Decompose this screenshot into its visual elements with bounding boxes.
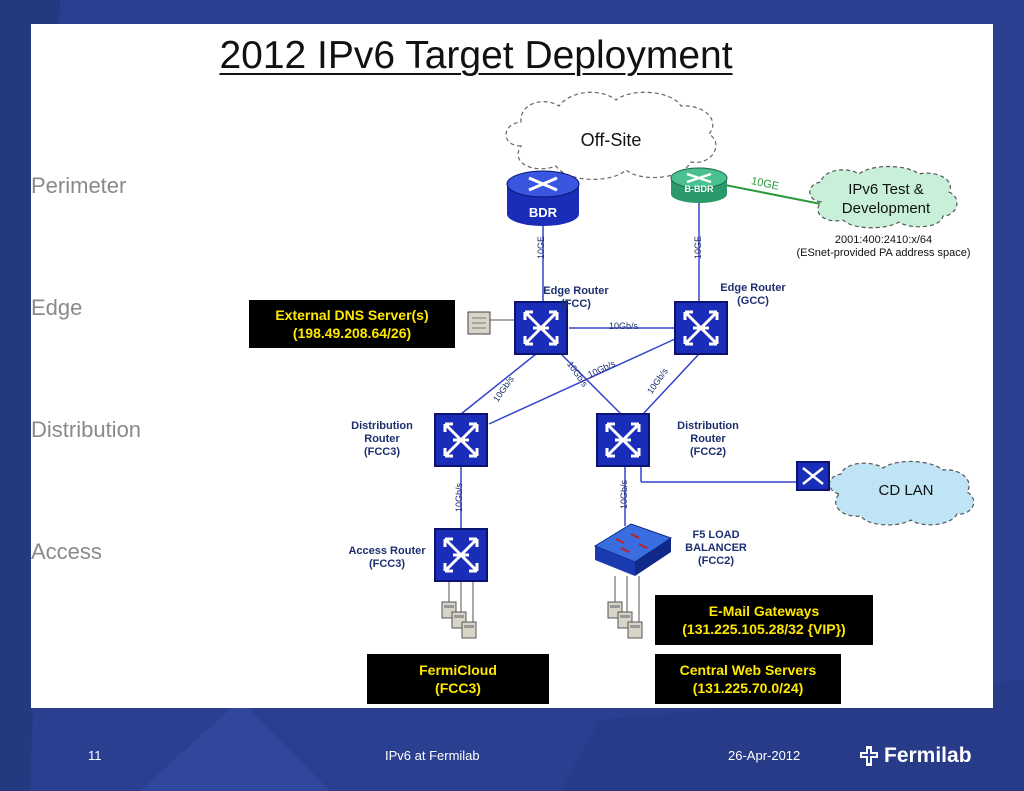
f5-line-1: F5 LOAD bbox=[692, 529, 740, 541]
dist-router-fcc3-label: Distribution Router (FCC3) bbox=[337, 420, 427, 459]
edge-router-gcc-label: Edge Router (GCC) bbox=[703, 282, 803, 308]
dist-router-fcc2-icon[interactable] bbox=[595, 412, 651, 468]
access-router-fcc3-line-2: (FCC3) bbox=[368, 558, 406, 570]
web-servers-callout-line-2: (131.225.70.0/24) bbox=[692, 680, 804, 696]
edge-router-fcc-label: Edge Router (FCC) bbox=[521, 285, 631, 311]
layer-label-access: Access bbox=[31, 539, 102, 564]
edge-router-gcc-line-2: (GCC) bbox=[737, 295, 769, 307]
edge-router-fcc-line-1: Edge Router bbox=[543, 285, 609, 297]
layer-label-distribution: Distribution bbox=[31, 417, 142, 442]
fermicloud-servers-icon bbox=[441, 601, 477, 639]
web-servers-callout-line-1: Central Web Servers bbox=[679, 662, 817, 678]
slide-title: 2012 IPv6 Target Deployment bbox=[219, 34, 733, 77]
access-router-fcc3-line-1: Access Router bbox=[348, 545, 426, 557]
footer-date: 26-Apr-2012 bbox=[728, 748, 801, 763]
f5-label: F5 LOAD BALANCER (FCC2) bbox=[671, 529, 761, 568]
f5-line-2: BALANCER bbox=[685, 542, 747, 554]
fermilab-logo: Fermilab bbox=[858, 744, 972, 768]
dns-callout: External DNS Server(s) (198.49.208.64/26… bbox=[249, 300, 455, 348]
dist-router-fcc2-label: Distribution Router (FCC2) bbox=[663, 420, 753, 459]
email-callout: E-Mail Gateways (131.225.105.28/32 {VIP}… bbox=[655, 595, 873, 645]
bbdr-router-icon[interactable] bbox=[670, 167, 728, 203]
network-diagram bbox=[433, 91, 975, 639]
test-dev-address: 2001:400:2410:x/64 (ESnet-provided PA ad… bbox=[776, 234, 991, 260]
dns-callout-line-2: (198.49.208.64/26) bbox=[292, 325, 412, 341]
link-label-dist3-access: 10Gb/s bbox=[454, 482, 464, 512]
test-dev-line-1: IPv6 Test & bbox=[848, 181, 924, 198]
dist-router-fcc2-line-3: (FCC2) bbox=[689, 446, 727, 458]
fermicloud-callout: FermiCloud (FCC3) bbox=[367, 654, 549, 704]
email-callout-line-2: (131.225.105.28/32 {VIP}) bbox=[682, 621, 846, 637]
link-label-edge-edge: 10Gb/s bbox=[609, 321, 639, 331]
edge-router-gcc-icon[interactable] bbox=[673, 300, 729, 356]
layer-label-edge: Edge bbox=[31, 295, 83, 320]
bdr-label: BDR bbox=[528, 205, 558, 220]
dns-callout-line-1: External DNS Server(s) bbox=[275, 307, 429, 323]
dist-router-fcc3-line-1: Distribution bbox=[351, 420, 413, 432]
test-dev-label: IPv6 Test & Development bbox=[821, 180, 951, 218]
f5-load-balancer-icon[interactable] bbox=[593, 523, 673, 576]
bbdr-label: B-BDR bbox=[684, 184, 714, 194]
fermilab-logo-text: Fermilab bbox=[884, 744, 972, 767]
edge-router-fcc-line-2: (FCC) bbox=[561, 298, 591, 310]
cdlan-switch-icon[interactable] bbox=[796, 461, 830, 491]
dist-router-fcc3-line-2: Router bbox=[364, 433, 400, 445]
link-label-dist2-f5: 10Gb/s bbox=[619, 479, 629, 509]
access-router-fcc3-label: Access Router (FCC3) bbox=[337, 545, 437, 571]
dist-router-fcc3-icon[interactable] bbox=[433, 412, 489, 468]
offsite-cloud bbox=[505, 91, 717, 180]
fermicloud-callout-line-1: FermiCloud bbox=[419, 662, 497, 678]
dist-router-fcc2-line-2: Router bbox=[690, 433, 726, 445]
offsite-label: Off-Site bbox=[580, 130, 642, 150]
link-label-bdr-edge: 10GE bbox=[536, 235, 546, 259]
test-dev-cloud bbox=[809, 165, 958, 229]
test-dev-line-2: Development bbox=[841, 200, 931, 217]
link-label-bbdr-edge: 10GE bbox=[693, 235, 703, 259]
dist-router-fcc3-line-3: (FCC3) bbox=[363, 446, 401, 458]
slide-canvas: 2012 IPv6 Target Deployment Perimeter Ed… bbox=[31, 24, 993, 708]
fermilab-logo-icon bbox=[860, 746, 878, 766]
email-callout-line-1: E-Mail Gateways bbox=[708, 603, 820, 619]
layer-label-perimeter: Perimeter bbox=[31, 173, 127, 198]
fermicloud-callout-line-2: (FCC3) bbox=[435, 680, 481, 696]
cdlan-cloud bbox=[828, 460, 975, 526]
cdlan-label: CD LAN bbox=[878, 482, 934, 499]
test-dev-address-line-2: (ESnet-provided PA address space) bbox=[796, 247, 971, 259]
page-number: 11 bbox=[88, 748, 102, 763]
access-router-fcc3-icon[interactable] bbox=[433, 527, 489, 583]
f5-line-3: (FCC2) bbox=[697, 555, 735, 567]
bdr-router-icon[interactable] bbox=[506, 170, 580, 226]
web-servers-callout: Central Web Servers (131.225.70.0/24) bbox=[655, 654, 841, 704]
edge-router-gcc-line-1: Edge Router bbox=[720, 282, 786, 294]
dist-router-fcc2-line-1: Distribution bbox=[677, 420, 739, 432]
footer-center-text: IPv6 at Fermilab bbox=[385, 748, 480, 763]
test-dev-address-line-1: 2001:400:2410:x/64 bbox=[834, 234, 933, 246]
email-web-servers-icon bbox=[607, 601, 643, 639]
dns-server-icon bbox=[467, 311, 491, 335]
